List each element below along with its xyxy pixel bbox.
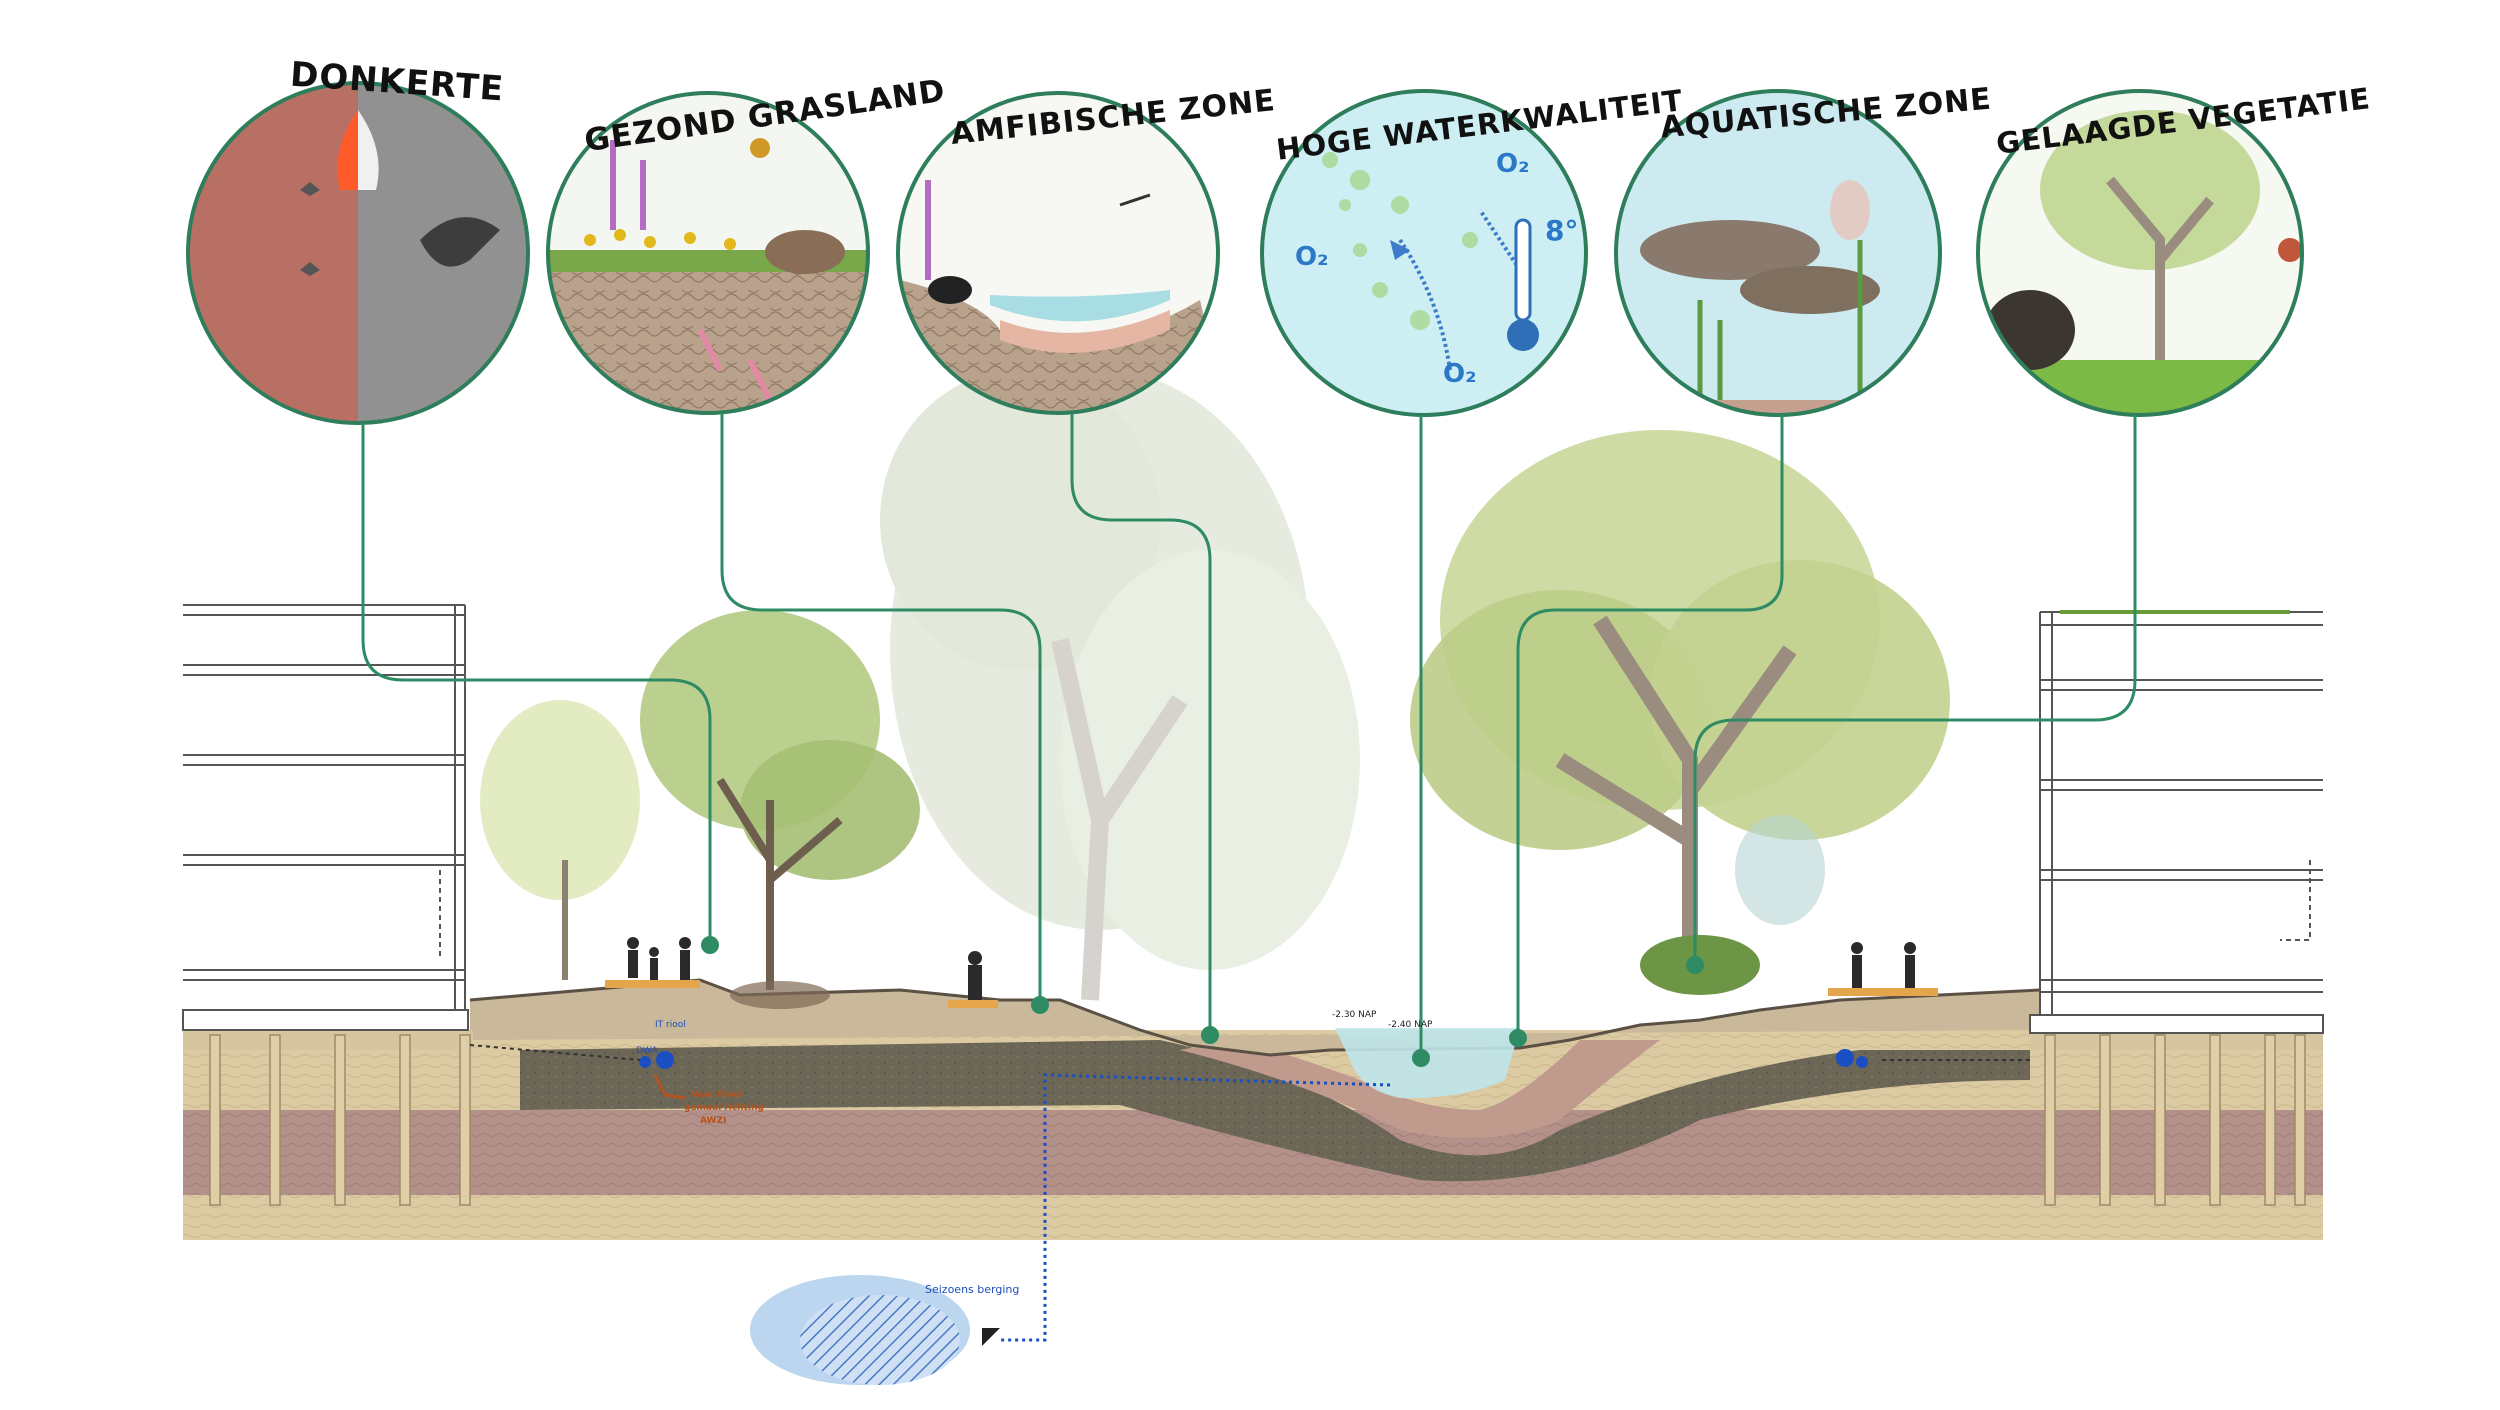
circle-donkerte	[188, 83, 528, 423]
label-it-riool: IT riool	[655, 1020, 686, 1030]
topsoil-line	[469, 978, 2041, 1057]
temperature-label: 8°	[1545, 214, 1578, 247]
benches	[605, 980, 1938, 1008]
drainage-system	[469, 1044, 2030, 1385]
o2-label-2: O₂	[1295, 242, 1329, 272]
label-naar-riool-2: gemaal richting	[684, 1103, 764, 1113]
foundation-pile	[269, 1034, 281, 1206]
circle-vegetatie-frame	[1976, 89, 2304, 417]
ground-surface	[470, 980, 2040, 1055]
leader-vegetatie	[1693, 415, 2137, 965]
right-building	[2029, 610, 2324, 1034]
soil-layers	[183, 978, 2323, 1240]
leader-endpoints	[701, 936, 1704, 1067]
label-naar-riool-3: AWZI	[700, 1116, 727, 1126]
channel-clay	[1180, 1040, 1660, 1138]
leader-grasland	[720, 413, 1042, 1005]
circle-water-frame	[1260, 89, 1588, 417]
left-building	[182, 604, 469, 1031]
foundation-pile	[209, 1034, 221, 1206]
people	[627, 937, 1916, 1000]
foundation-pile	[2154, 1034, 2166, 1206]
label-nap-1: -2.30 NAP	[1332, 1010, 1377, 1020]
label-nap-2: -2.40 NAP	[1388, 1020, 1433, 1030]
foundation-pile	[2099, 1034, 2111, 1206]
circle-water	[1262, 91, 1586, 415]
foundation-pile	[2294, 1034, 2306, 1206]
o2-label-3: O₂	[1443, 359, 1477, 389]
circle-aquatisch	[1616, 91, 1940, 415]
leader-donkerte	[361, 423, 712, 945]
label-naar-riool-1: Naar Riool	[690, 1090, 743, 1100]
foundation-pile	[399, 1034, 411, 1206]
left-plinth	[183, 1030, 473, 1050]
dwa-pipe	[639, 1056, 651, 1068]
o2-label-1: O₂	[1496, 149, 1530, 179]
foundation-piles	[209, 1034, 2306, 1206]
it-sewer-pipe	[656, 1051, 674, 1069]
leader-amfibisch	[1070, 413, 1212, 1035]
leader-lines	[361, 413, 2137, 1055]
outflow-arrow	[653, 1074, 686, 1100]
clay-layer	[183, 1110, 2323, 1195]
right-sewer-pipe	[1836, 1049, 1854, 1067]
circle-amfibisch-frame	[896, 91, 1220, 415]
seasonal-storage-hatch	[800, 1295, 960, 1385]
right-dwa-pipe	[1856, 1056, 1868, 1068]
peat-layer	[520, 1040, 2030, 1182]
tree-silhouettes	[480, 370, 1950, 1009]
circle-grasland-frame	[546, 91, 870, 415]
foundation-pile	[2209, 1034, 2221, 1206]
foundation-pile	[459, 1034, 471, 1206]
label-dwa: DWA	[636, 1046, 658, 1056]
foundation-pile	[2264, 1034, 2276, 1206]
circle-vegetatie	[1978, 91, 2302, 415]
circle-aquatisch-frame	[1614, 89, 1942, 417]
storage-pipe	[1000, 1073, 1391, 1342]
label-seizoens-berging: Seizoens berging	[925, 1283, 1020, 1296]
leader-aquatisch	[1516, 415, 1784, 1038]
circle-donkerte-frame	[186, 81, 530, 425]
foundation-pile	[2044, 1034, 2056, 1206]
foundation-pile	[334, 1034, 346, 1206]
